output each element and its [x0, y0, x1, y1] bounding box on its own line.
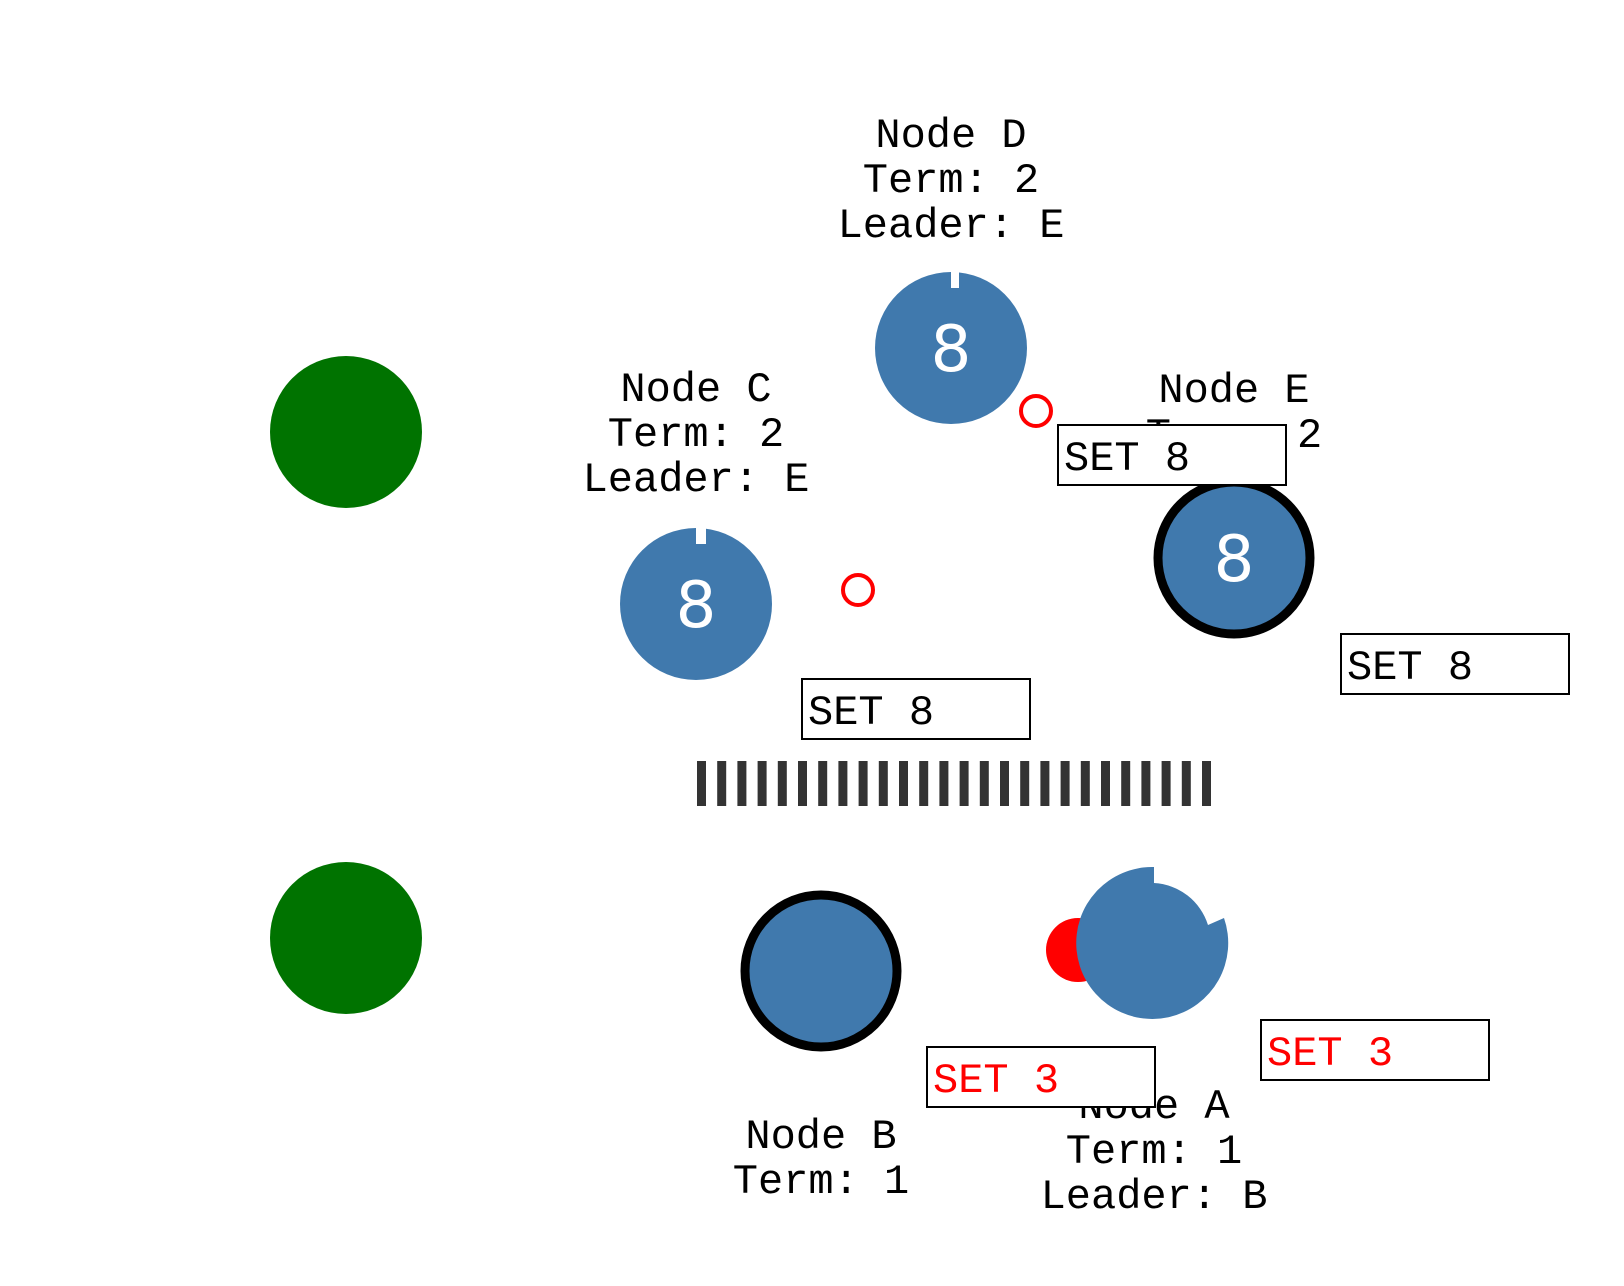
log-entry-e: SET 8 — [1340, 633, 1570, 695]
partition-dash — [878, 761, 888, 806]
node-c-name: Node C — [620, 366, 771, 414]
log-entry-a-text: SET 3 — [1267, 1030, 1393, 1078]
partition-dash — [717, 761, 727, 806]
log-entry-a-box — [1260, 1019, 1490, 1081]
partition-dash — [1101, 761, 1110, 806]
node-c-value: 8 — [676, 569, 717, 643]
node-d: 8 Node D Term: 2 Leader: E — [838, 112, 1065, 424]
node-c-leader: Leader: E — [583, 456, 810, 504]
partition-dash — [818, 761, 828, 806]
node-c-circle — [620, 528, 772, 680]
partition-dash — [1060, 761, 1070, 806]
partition-dash — [798, 761, 807, 806]
node-c: 8 Node C Term: 2 Leader: E — [583, 366, 810, 680]
node-a-leader: Leader: B — [1041, 1173, 1268, 1221]
node-d-term: Term: 2 — [863, 157, 1039, 205]
node-c-timer-tick — [696, 528, 706, 544]
partition-dash — [1080, 761, 1090, 806]
log-entry-b-text: SET 3 — [933, 1057, 1059, 1105]
partition-dash — [939, 761, 949, 806]
node-d-timer-tick — [951, 272, 959, 288]
log-entry-c-text: SET 8 — [808, 689, 934, 737]
log-entry-e-text: SET 8 — [1347, 644, 1473, 692]
partition-dash — [1121, 761, 1131, 806]
partition-dash — [1181, 761, 1191, 806]
node-a-term: Term: 1 — [1066, 1128, 1242, 1176]
client-top — [270, 356, 422, 508]
message-in-flight-c-e — [841, 573, 875, 607]
node-d-leader: Leader: E — [838, 202, 1065, 250]
partition-dash — [979, 761, 989, 806]
partition-dash — [838, 761, 848, 806]
partition-dash — [757, 761, 767, 806]
node-b-term: Term: 1 — [733, 1158, 909, 1206]
log-entry-e-box — [1340, 633, 1570, 695]
node-d-circle — [875, 272, 1027, 424]
partition-dash — [1161, 761, 1171, 806]
partition-dash — [697, 761, 706, 806]
node-c-term: Term: 2 — [608, 411, 784, 459]
partition-dash — [919, 761, 929, 806]
node-e-value: 8 — [1214, 523, 1255, 597]
partition-dash — [959, 761, 969, 806]
node-a-circle — [1076, 866, 1229, 1019]
log-entry-c-box — [801, 678, 1031, 740]
log-entry-b: SET 3 — [926, 1046, 1156, 1108]
partition-dash — [737, 761, 747, 806]
log-entry-c: SET 8 — [801, 678, 1031, 740]
node-b: Node B Term: 1 — [733, 890, 909, 1206]
partition-dash — [1141, 761, 1151, 806]
network-partition — [697, 761, 1211, 806]
node-b-name: Node B — [745, 1113, 896, 1161]
partition-dash — [777, 761, 787, 806]
partition-dash — [1202, 761, 1211, 806]
log-entry-d-box — [1057, 424, 1287, 486]
message-in-flight-d-e — [1019, 394, 1053, 428]
partition-dash — [858, 761, 868, 806]
partition-dash — [1040, 761, 1050, 806]
log-entry-b-box — [926, 1046, 1156, 1108]
client-bottom — [270, 862, 422, 1014]
node-b-circle — [740, 890, 902, 1052]
log-entry-d: SET 8 — [1057, 424, 1287, 486]
log-entry-a: SET 3 — [1260, 1019, 1490, 1081]
node-e-name: Node E — [1158, 367, 1309, 415]
node-d-name: Node D — [875, 112, 1026, 160]
partition-dash — [899, 761, 908, 806]
node-d-value: 8 — [931, 313, 972, 387]
node-e: Node E Term: 2 8 — [1146, 367, 1322, 639]
partition-dash — [1000, 761, 1009, 806]
log-entry-d-text: SET 8 — [1064, 435, 1190, 483]
partition-dash — [1020, 761, 1030, 806]
